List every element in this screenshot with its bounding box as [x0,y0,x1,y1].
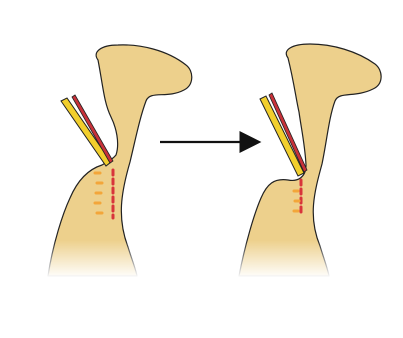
right-bottom-fade [232,240,342,278]
after-panel [232,44,381,278]
right-yellow-band [260,96,304,176]
left-bottom-fade [40,240,150,278]
before-panel [40,45,192,278]
left-yellow-band [61,98,111,166]
